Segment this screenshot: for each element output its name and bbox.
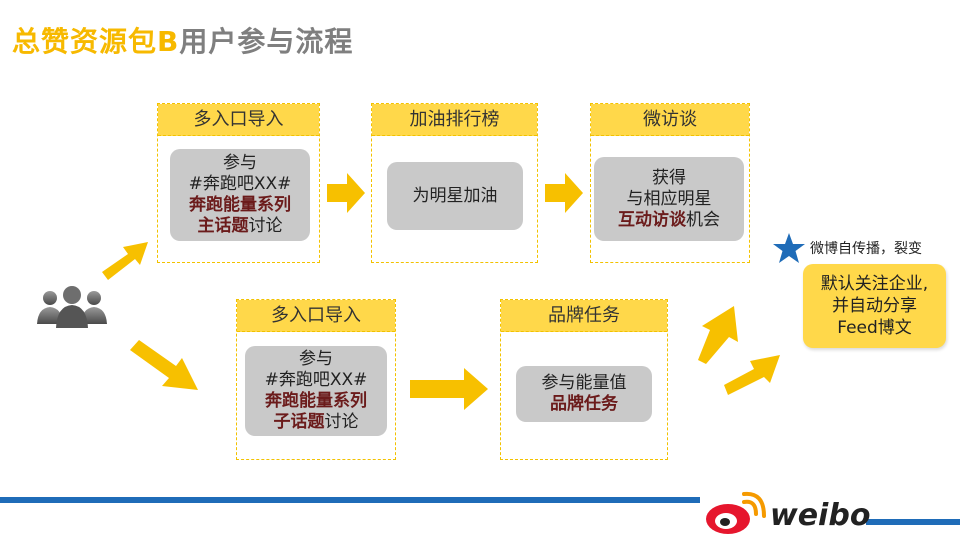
arrow-right-icon [410,368,488,410]
gray-box-sub-topic: 参与 #奔跑吧XX# 奔跑能量系列 子话题讨论 [245,346,387,436]
emphasis-text: 互动访谈 [618,209,686,230]
stage-header: 品牌任务 [501,300,667,332]
star-icon [773,233,805,263]
box-line: #奔跑吧XX# [188,174,292,194]
emphasis-text: 子话题 [273,412,325,432]
box-line: 参与 [299,349,333,369]
gray-box-cheer: 为明星加油 [387,162,523,230]
weibo-logo-icon [706,491,766,534]
stage-entry-sub-topic: 多入口导入 参与 #奔跑吧XX# 奔跑能量系列 子话题讨论 [236,299,396,460]
plain-text: 讨论 [324,412,359,432]
box-line: 为明星加油 [412,185,498,206]
box-line-emphasis: 奔跑能量系列 [189,195,291,215]
box-line: 参与 [223,153,257,173]
arrow-up-right-icon [724,355,780,395]
gray-box-brand-task: 参与能量值 品牌任务 [516,366,652,422]
stage-header: 加油排行榜 [372,104,537,136]
box-line: 参与能量值 [541,373,627,393]
arrow-right-icon [545,173,583,213]
self-spread-annotation: 微博自传播，裂变 [810,241,922,257]
result-box: 默认关注企业, 并自动分享 Feed博文 [803,264,946,348]
users-group-icon [37,286,107,328]
stage-header: 多入口导入 [158,104,319,136]
box-line-mixed: 子话题讨论 [274,412,359,433]
emphasis-text: 主话题 [197,216,249,236]
gray-box-main-topic: 参与 #奔跑吧XX# 奔跑能量系列 主话题讨论 [170,149,310,241]
plain-text: 讨论 [248,216,283,236]
stage-brand-task: 品牌任务 参与能量值 品牌任务 [500,299,668,460]
arrow-up-right-icon [102,242,148,280]
arrow-right-icon [327,173,365,213]
stage-micro-interview: 微访谈 获得 与相应明星 互动访谈机会 [590,103,750,263]
result-line: 并自动分享 [832,296,917,316]
box-line: #奔跑吧XX# [264,370,368,390]
plain-text: 机会 [686,209,720,230]
arrow-up-right-icon [698,306,738,364]
footer-bar-left [0,497,700,503]
box-line-mixed: 互动访谈机会 [618,210,720,231]
arrow-down-right-icon [130,340,198,390]
footer-bar-right [866,519,960,525]
result-line: 默认关注企业, [820,274,929,294]
box-line-mixed: 主话题讨论 [198,216,283,237]
brand-name: weibo [770,498,871,533]
box-line-emphasis: 奔跑能量系列 [265,391,367,411]
stage-cheer-ranking: 加油排行榜 为明星加油 [371,103,538,263]
stage-entry-main-topic: 多入口导入 参与 #奔跑吧XX# 奔跑能量系列 主话题讨论 [157,103,320,263]
result-line: Feed博文 [837,318,912,338]
page-title: 总赞资源包B用户参与流程 [12,20,353,60]
box-line: 获得 [652,167,686,188]
box-line-emphasis: 品牌任务 [550,394,618,414]
stage-header: 多入口导入 [237,300,395,332]
title-rest: 用户参与流程 [179,25,354,58]
box-line: 与相应明星 [626,188,712,209]
gray-box-interview: 获得 与相应明星 互动访谈机会 [594,157,744,241]
title-highlight: 总赞资源包B [12,25,180,58]
stage-header: 微访谈 [591,104,749,136]
